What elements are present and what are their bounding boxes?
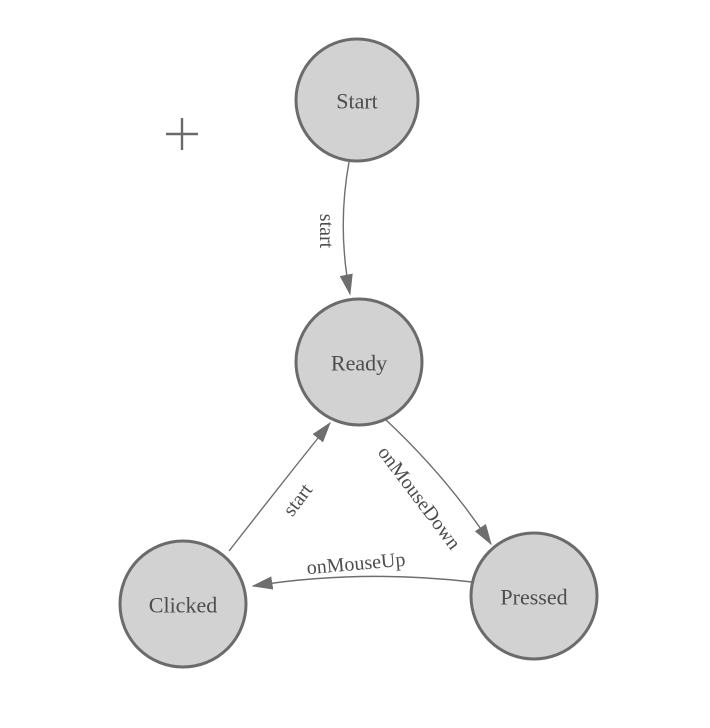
edge-ready-to-pressed[interactable]: [384, 418, 492, 546]
crosshair-marker-icon: [166, 118, 198, 150]
node-ready[interactable]: Ready: [294, 297, 424, 427]
node-start-circle[interactable]: [294, 37, 420, 163]
node-pressed[interactable]: Pressed: [469, 531, 599, 661]
node-pressed-circle[interactable]: [469, 531, 599, 661]
edge-pressed-to-clicked[interactable]: [251, 575, 473, 590]
node-clicked-label: Clicked: [149, 593, 217, 618]
node-ready-label: Ready: [331, 351, 387, 376]
node-start[interactable]: Start: [294, 37, 420, 163]
edge-label-ready-to-pressed: onMouseDown: [373, 442, 465, 554]
node-start-label: Start: [336, 89, 378, 114]
edge-start-to-ready[interactable]: [339, 161, 353, 296]
node-ready-circle[interactable]: [294, 297, 424, 427]
edge-label-pressed-to-clicked: onMouseUp: [306, 549, 406, 580]
node-pressed-label: Pressed: [500, 585, 567, 610]
node-clicked-circle[interactable]: [118, 539, 248, 669]
edge-label-clicked-to-ready: start: [279, 479, 318, 520]
edge-label-start-to-ready: start: [315, 214, 337, 249]
edge-clicked-to-ready[interactable]: [228, 421, 331, 552]
node-clicked[interactable]: Clicked: [118, 539, 248, 669]
